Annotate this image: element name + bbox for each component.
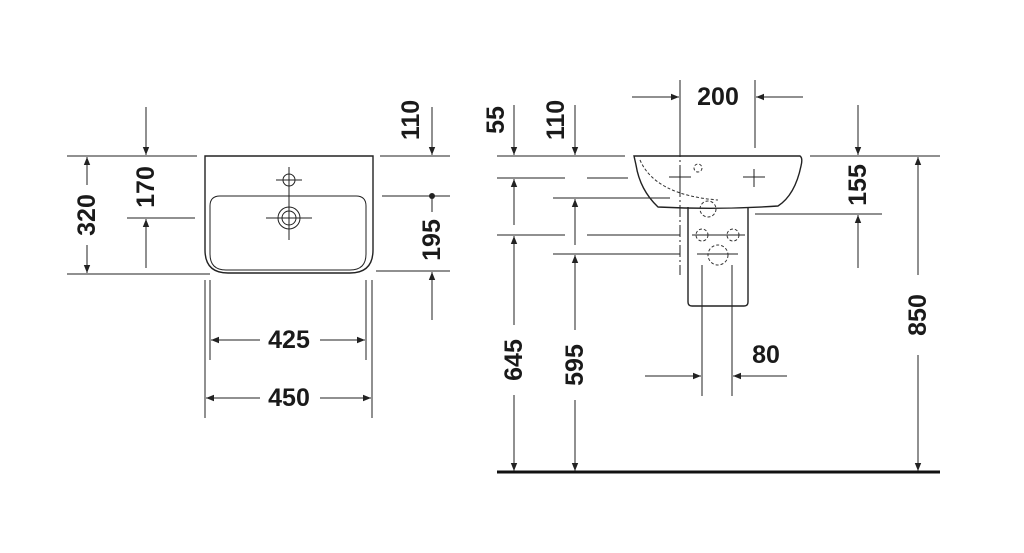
top-view: 320 170 110 195 425 450 bbox=[67, 100, 450, 418]
dim-155: 155 bbox=[844, 164, 872, 206]
dim-320: 320 bbox=[73, 194, 101, 236]
dim-595: 595 bbox=[561, 344, 589, 386]
dim-55: 55 bbox=[482, 106, 510, 134]
dim-195: 195 bbox=[418, 219, 446, 261]
basin-outline bbox=[204, 155, 374, 274]
dim-110-top: 110 bbox=[397, 100, 425, 140]
dim-425: 425 bbox=[268, 326, 310, 354]
dim-80: 80 bbox=[752, 341, 780, 369]
bowl-outline bbox=[209, 195, 367, 271]
dim-450: 450 bbox=[268, 384, 310, 412]
basin-profile bbox=[633, 155, 803, 209]
dim-645: 645 bbox=[500, 339, 528, 381]
dim-850: 850 bbox=[904, 294, 932, 336]
tap-hole-icon bbox=[276, 167, 302, 240]
side-view: 55 110 645 595 200 155 850 80 bbox=[482, 80, 940, 474]
dim-200: 200 bbox=[697, 83, 739, 111]
drain-icon bbox=[266, 206, 312, 230]
fixing-points-icon bbox=[669, 145, 765, 275]
basin-inner-curve bbox=[639, 159, 719, 201]
pedestal-outline bbox=[687, 207, 749, 307]
dim-110-side: 110 bbox=[542, 100, 570, 140]
dim-170: 170 bbox=[132, 166, 160, 208]
